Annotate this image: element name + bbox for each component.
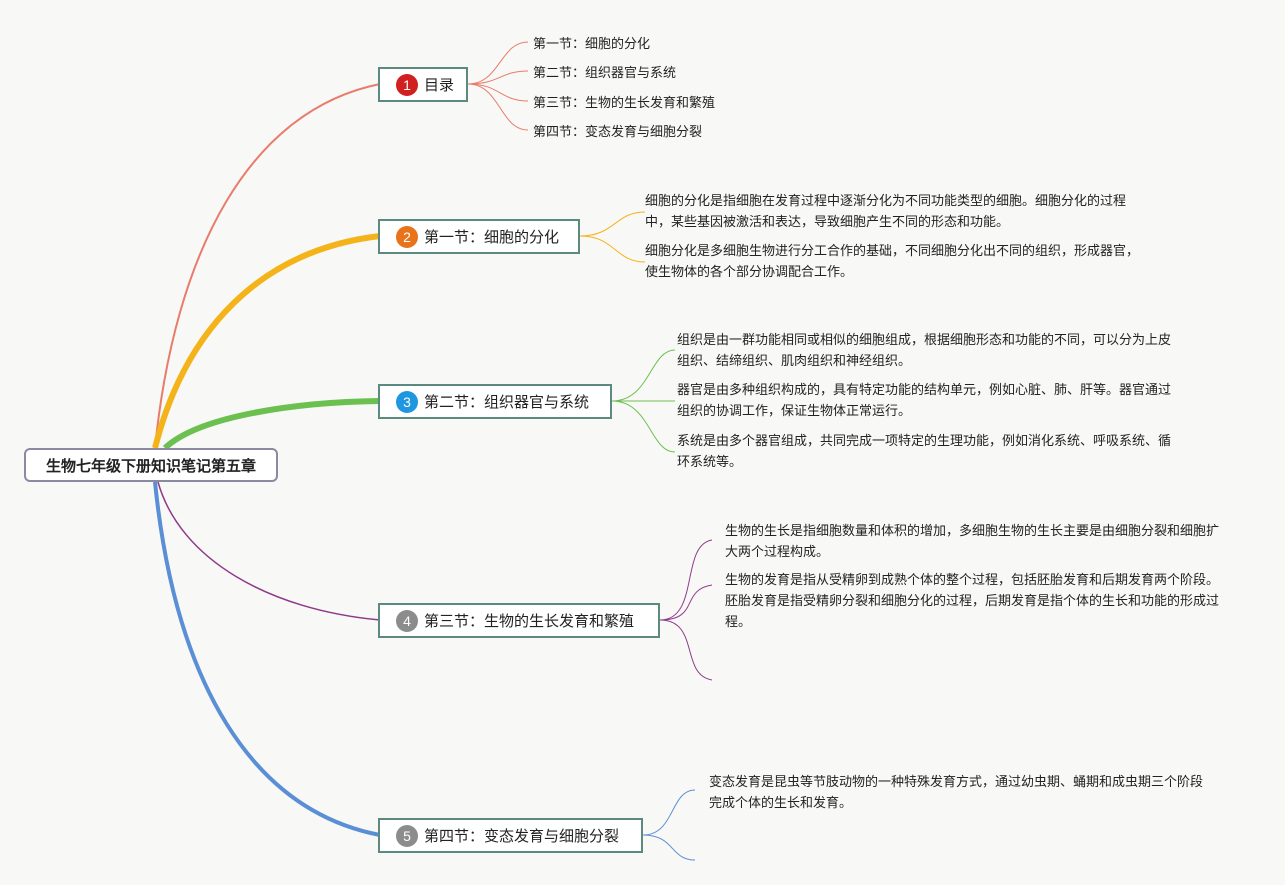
contents-item-4[interactable]: 第四节：变态发育与细胞分裂 bbox=[533, 125, 703, 140]
note-paragraph[interactable]: 变态发育是昆虫等节肢动物的一种特殊发育方式，通过幼虫期、蛹期和成虫期三个阶段完成… bbox=[709, 775, 1204, 811]
number-1-icon: 1 bbox=[396, 73, 418, 96]
note-paragraph[interactable]: 器官是由多种组织构成的，具有特定功能的结构单元，例如心脏、肺、肝等。器官通过组织… bbox=[677, 383, 1172, 419]
topic-section-2[interactable]: 3 第二节：组织器官与系统 bbox=[378, 384, 612, 419]
note-paragraph[interactable]: 细胞的分化是指细胞在发育过程中逐渐分化为不同功能类型的细胞。细胞分化的过程中，某… bbox=[645, 194, 1127, 230]
fan-lines-5 bbox=[642, 789, 696, 861]
topic-label: 第三节：生物的生长发育和繁殖 bbox=[424, 612, 635, 630]
number-3-icon: 3 bbox=[396, 390, 418, 413]
fan-lines-1 bbox=[467, 41, 529, 131]
branch-line-5 bbox=[153, 481, 381, 837]
branch-line-3 bbox=[162, 398, 381, 451]
topic-label: 第二节：组织器官与系统 bbox=[424, 393, 590, 411]
fan-lines-4 bbox=[659, 539, 713, 681]
note-paragraph[interactable]: 组织是由一群功能相同或相似的细胞组成，根据细胞形态和功能的不同，可以分为上皮组织… bbox=[677, 333, 1172, 369]
contents-item-3[interactable]: 第三节：生物的生长发育和繁殖 bbox=[533, 96, 716, 111]
branch-line-1 bbox=[154, 83, 381, 449]
contents-item-1[interactable]: 第一节：细胞的分化 bbox=[533, 37, 651, 52]
branch-line-4 bbox=[157, 481, 381, 621]
root-topic-label: 生物七年级下册知识笔记第五章 bbox=[45, 456, 256, 475]
topic-section-4[interactable]: 5 第四节：变态发育与细胞分裂 bbox=[378, 818, 643, 853]
topic-label: 第四节：变态发育与细胞分裂 bbox=[424, 827, 620, 845]
root-topic[interactable]: 生物七年级下册知识笔记第五章 bbox=[24, 448, 278, 482]
branch-line-2 bbox=[152, 233, 381, 449]
note-paragraph[interactable]: 细胞分化是多细胞生物进行分工合作的基础，不同细胞分化出不同的组织，形成器官，使生… bbox=[645, 244, 1140, 280]
note-paragraph[interactable]: 系统是由多个器官组成，共同完成一项特定的生理功能，例如消化系统、呼吸系统、循环系… bbox=[677, 434, 1172, 470]
number-5-icon: 5 bbox=[396, 824, 418, 847]
fan-lines-3 bbox=[611, 349, 676, 453]
topic-label: 目录 bbox=[424, 76, 455, 94]
note-paragraph[interactable]: 生物的生长是指细胞数量和体积的增加，多细胞生物的生长主要是由细胞分裂和细胞扩大两… bbox=[725, 524, 1220, 560]
topic-contents[interactable]: 1 目录 bbox=[378, 67, 468, 102]
topic-section-1[interactable]: 2 第一节：细胞的分化 bbox=[378, 219, 580, 254]
number-4-icon: 4 bbox=[396, 609, 418, 632]
note-paragraph[interactable]: 生物的发育是指从受精卵到成熟个体的整个过程，包括胚胎发育和后期发育两个阶段。胚胎… bbox=[725, 573, 1220, 630]
number-2-icon: 2 bbox=[396, 225, 418, 248]
fan-lines-2 bbox=[579, 211, 646, 263]
contents-item-2[interactable]: 第二节：组织器官与系统 bbox=[533, 66, 677, 81]
topic-section-3[interactable]: 4 第三节：生物的生长发育和繁殖 bbox=[378, 603, 660, 638]
topic-label: 第一节：细胞的分化 bbox=[424, 228, 560, 246]
